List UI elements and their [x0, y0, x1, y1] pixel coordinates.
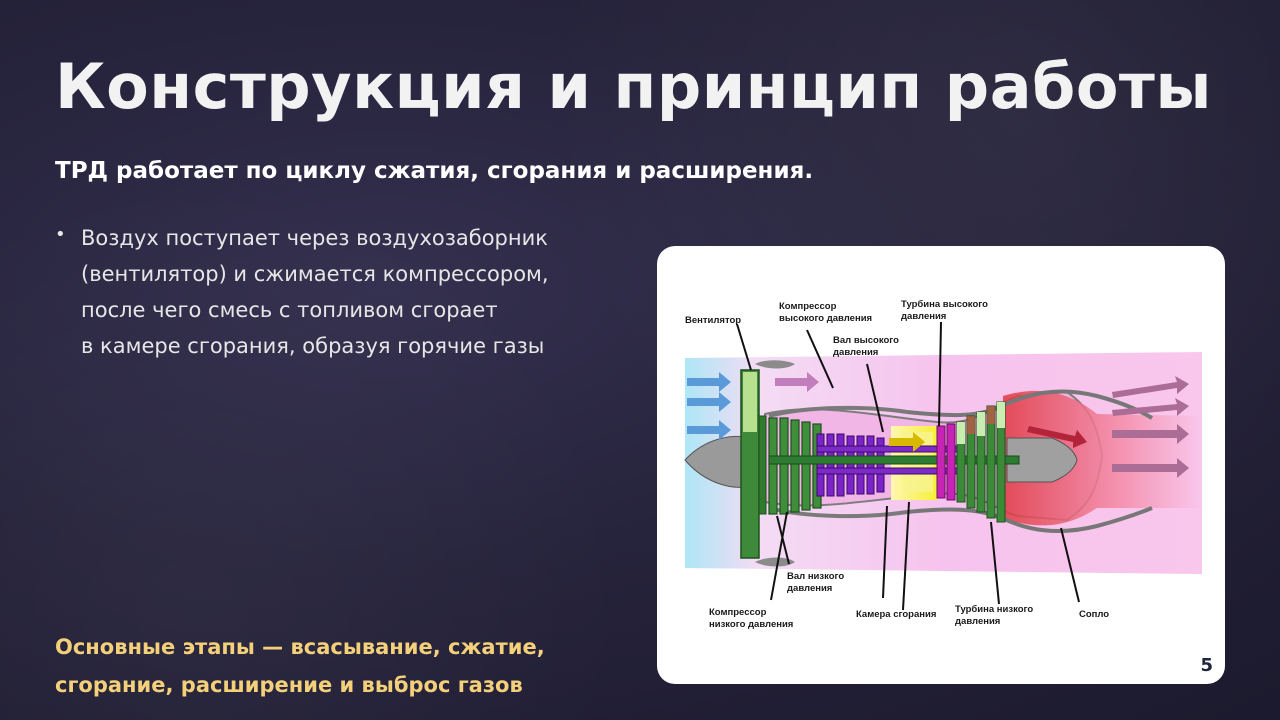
label-nozzle: Сопло — [1079, 609, 1109, 620]
label-hp-shaft-1: Вал высокого — [833, 335, 899, 346]
engine-diagram-card: Вентилятор Компрессор высокого давления … — [657, 246, 1225, 684]
nacelle-bottom — [755, 557, 795, 567]
bullet-item: • Воздух поступает через воздухозаборник… — [55, 220, 625, 364]
hp-shaft-lower — [816, 467, 958, 475]
turbojet-diagram: Вентилятор Компрессор высокого давления … — [684, 299, 1202, 630]
bullet-marker: • — [55, 224, 66, 245]
bullet-line: в камере сгорания, образуя горячие газы — [81, 334, 545, 358]
label-lp-compressor-2: низкого давления — [709, 619, 793, 630]
slide-subtitle: ТРД работает по циклу сжатия, сгорания и… — [55, 158, 814, 184]
hp-shaft — [816, 445, 958, 453]
lp-compressor-blades — [768, 417, 822, 515]
slide-title: Конструкция и принцип работы — [55, 50, 1212, 123]
lp-shaft — [768, 455, 1020, 465]
hp-compressor-blades — [816, 433, 885, 497]
label-combustion-chamber: Камера сгорания — [856, 609, 936, 620]
label-hp-compressor-2: высокого давления — [779, 313, 872, 324]
inlet-flow-arrows — [687, 372, 731, 440]
core-flow-arrow — [889, 432, 925, 452]
label-hp-shaft-2: давления — [833, 347, 878, 358]
key-stages-line: сгорание, расширение и выброс газов — [55, 673, 523, 697]
key-stages-note: Основные этапы — всасывание, сжатие, сго… — [55, 628, 615, 704]
label-fan: Вентилятор — [685, 315, 741, 326]
bullet-text: Воздух поступает через воздухозаборник (… — [81, 220, 549, 364]
hot-section-glow — [967, 406, 995, 434]
label-lp-shaft-1: Вал низкого — [787, 571, 844, 582]
bullet-list: • Воздух поступает через воздухозаборник… — [55, 220, 625, 364]
hp-turbine-blades — [936, 423, 956, 501]
exhaust-flow-arrows — [1027, 376, 1189, 478]
bypass-duct-top — [768, 405, 908, 418]
casing-outline-bottom — [906, 506, 1153, 533]
page-number: 5 — [1200, 655, 1213, 676]
bullet-line: после чего смесь с топливом сгорает — [81, 298, 498, 322]
bypass-flow-arrows — [775, 372, 819, 392]
key-stages-line: Основные этапы — всасывание, сжатие, — [55, 635, 545, 659]
nacelle-top — [755, 360, 795, 369]
label-lp-turbine-2: давления — [955, 616, 1000, 627]
lp-turbine-tips — [957, 402, 1005, 444]
label-lp-turbine-1: Турбина низкого — [955, 604, 1033, 615]
label-lp-compressor-1: Компрессор — [709, 607, 767, 618]
label-leader-lines — [736, 321, 1080, 611]
bullet-line: Воздух поступает через воздухозаборник — [81, 226, 548, 250]
exhaust-plume — [1003, 390, 1202, 526]
label-hp-turbine-2: давления — [901, 311, 946, 322]
exhaust-cone — [1006, 437, 1078, 483]
label-lp-shaft-2: давления — [787, 583, 832, 594]
label-hp-compressor-1: Компрессор — [779, 301, 837, 312]
fan-blades — [740, 369, 767, 559]
casing-outline-top — [906, 389, 1154, 420]
label-hp-turbine-1: Турбина высокого — [901, 299, 988, 310]
bullet-line: (вентилятор) и сжимается компрессором, — [81, 262, 549, 286]
